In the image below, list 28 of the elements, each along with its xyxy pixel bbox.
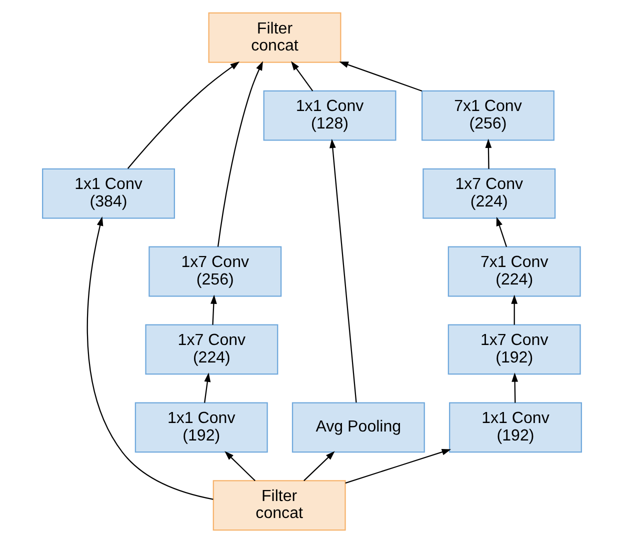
node-box: 7x1 Conv (256) <box>421 90 554 141</box>
node-box: 1x1 Conv (384) <box>42 168 175 219</box>
arrow <box>345 448 452 484</box>
node-box: Avg Pooling <box>292 402 425 453</box>
node-box: Filter concat <box>208 12 342 63</box>
arrow <box>496 216 508 248</box>
arrow <box>485 138 492 169</box>
arrow <box>224 451 256 482</box>
node-box: Filter concat <box>212 480 346 531</box>
arrow <box>210 294 217 325</box>
node-box: 1x1 Conv (128) <box>263 90 396 141</box>
node-box: 1x7 Conv (224) <box>422 168 556 219</box>
node-box: 1x7 Conv (224) <box>145 324 278 375</box>
arrow <box>217 61 263 247</box>
node-box: 1x1 Conv (192) <box>449 402 582 453</box>
node-box: 7x1 Conv (224) <box>448 246 581 297</box>
node-box: 1x7 Conv (192) <box>448 324 581 375</box>
arrow <box>291 61 314 92</box>
arrow <box>512 372 518 403</box>
arrow <box>204 372 211 403</box>
arrow <box>329 138 357 403</box>
arrow <box>86 216 214 500</box>
arrow <box>127 62 240 169</box>
arrow <box>304 451 335 482</box>
node-box: 1x7 Conv (256) <box>148 246 282 297</box>
arrow <box>339 62 422 92</box>
arrow <box>511 294 518 325</box>
node-box: 1x1 Conv (192) <box>134 402 268 453</box>
